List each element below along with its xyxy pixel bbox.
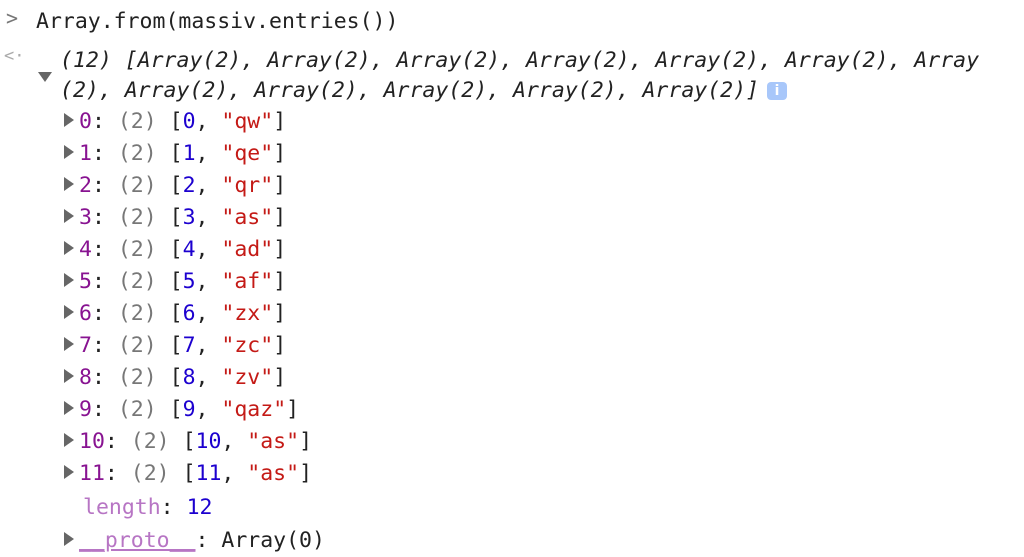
entry-string: "qaz" <box>221 397 287 422</box>
expand-triangle-icon[interactable] <box>64 337 74 351</box>
entry-count: (2) <box>117 205 157 230</box>
array-summary-line1[interactable]: (12) [Array(2), Array(2), Array(2), Arra… <box>60 48 980 73</box>
entry-count: (2) <box>117 141 157 166</box>
entry-number: 3 <box>182 205 196 230</box>
entry-number: 1 <box>182 141 196 166</box>
entry-count: (2) <box>117 109 157 134</box>
entry-count: (2) <box>117 173 157 198</box>
proto-property[interactable]: __proto__: Array(0) <box>64 526 325 556</box>
entry-index: 2 <box>79 173 92 198</box>
entry-index: 1 <box>79 141 92 166</box>
entry-index: 10 <box>79 429 105 454</box>
entry-string: "zc" <box>221 333 274 358</box>
length-key: length <box>83 495 161 520</box>
entry-index: 0 <box>79 109 92 134</box>
entry-number: 10 <box>195 429 222 454</box>
length-property: length: 12 <box>83 495 213 520</box>
length-value: 12 <box>186 495 213 520</box>
info-icon[interactable]: i <box>766 82 787 100</box>
entry-index: 3 <box>79 205 92 230</box>
array-entry[interactable]: 0: (2) [0, "qw"] <box>64 107 286 137</box>
entry-string: "qr" <box>221 173 274 198</box>
array-entry[interactable]: 2: (2) [2, "qr"] <box>64 171 286 201</box>
proto-key: __proto__ <box>79 528 196 553</box>
entry-string: "as" <box>247 461 300 486</box>
array-entry[interactable]: 7: (2) [7, "zc"] <box>64 331 286 361</box>
expand-triangle-icon[interactable] <box>64 241 74 255</box>
entry-number: 8 <box>182 365 196 390</box>
entry-count: (2) <box>117 237 157 262</box>
expand-triangle-icon[interactable] <box>64 145 74 159</box>
expand-triangle-icon[interactable] <box>64 209 74 223</box>
entry-index: 9 <box>79 397 92 422</box>
entry-number: 2 <box>182 173 196 198</box>
entry-count: (2) <box>117 333 157 358</box>
entry-count: (2) <box>117 269 157 294</box>
expand-triangle-icon[interactable] <box>64 305 74 319</box>
entry-number: 5 <box>182 269 196 294</box>
expand-triangle-icon[interactable] <box>64 401 74 415</box>
collapse-triangle-icon[interactable] <box>38 72 52 82</box>
entry-count: (2) <box>117 365 157 390</box>
entry-string: "as" <box>247 429 300 454</box>
entry-string: "ad" <box>221 237 274 262</box>
entry-string: "af" <box>221 269 274 294</box>
entry-number: 4 <box>182 237 196 262</box>
expand-triangle-icon[interactable] <box>64 465 74 479</box>
proto-value: Array(0) <box>221 528 325 553</box>
array-entry[interactable]: 5: (2) [5, "af"] <box>64 267 286 297</box>
expand-triangle-icon[interactable] <box>64 369 74 383</box>
expand-triangle-icon[interactable] <box>64 433 74 447</box>
expand-triangle-icon[interactable] <box>64 113 74 127</box>
array-entry[interactable]: 8: (2) [8, "zv"] <box>64 363 286 393</box>
entry-index: 11 <box>79 461 105 486</box>
array-entry[interactable]: 10: (2) [10, "as"] <box>64 427 312 457</box>
entry-count: (2) <box>130 461 170 486</box>
array-entry[interactable]: 9: (2) [9, "qaz"] <box>64 395 299 425</box>
array-entry[interactable]: 11: (2) [11, "as"] <box>64 459 312 489</box>
entry-index: 7 <box>79 333 92 358</box>
array-entry[interactable]: 6: (2) [6, "zx"] <box>64 299 286 329</box>
expand-triangle-icon[interactable] <box>64 273 74 287</box>
entry-number: 6 <box>182 301 196 326</box>
entry-string: "zx" <box>221 301 274 326</box>
entry-number: 0 <box>182 109 196 134</box>
entry-index: 5 <box>79 269 92 294</box>
entry-number: 11 <box>195 461 222 486</box>
array-entry[interactable]: 3: (2) [3, "as"] <box>64 203 286 233</box>
entry-number: 9 <box>182 397 196 422</box>
entry-count: (2) <box>130 429 170 454</box>
entry-string: "zv" <box>221 365 274 390</box>
array-entry[interactable]: 4: (2) [4, "ad"] <box>64 235 286 265</box>
entry-index: 6 <box>79 301 92 326</box>
expand-triangle-icon[interactable] <box>64 177 74 191</box>
result-arrow-icon: <· <box>4 46 25 66</box>
entry-string: "qw" <box>221 109 274 134</box>
entry-count: (2) <box>117 301 157 326</box>
entry-string: "qe" <box>221 141 274 166</box>
console-input: Array.from(massiv.entries()) <box>36 9 399 34</box>
array-summary-line2-text: (2), Array(2), Array(2), Array(2), Array… <box>60 78 759 103</box>
input-prompt-icon: > <box>6 6 19 30</box>
entry-string: "as" <box>221 205 274 230</box>
expand-triangle-icon[interactable] <box>64 532 74 546</box>
entry-number: 7 <box>182 333 196 358</box>
array-entry[interactable]: 1: (2) [1, "qe"] <box>64 139 286 169</box>
array-summary-line2[interactable]: (2), Array(2), Array(2), Array(2), Array… <box>60 76 787 106</box>
entry-index: 8 <box>79 365 92 390</box>
entry-index: 4 <box>79 237 92 262</box>
entry-count: (2) <box>117 397 157 422</box>
